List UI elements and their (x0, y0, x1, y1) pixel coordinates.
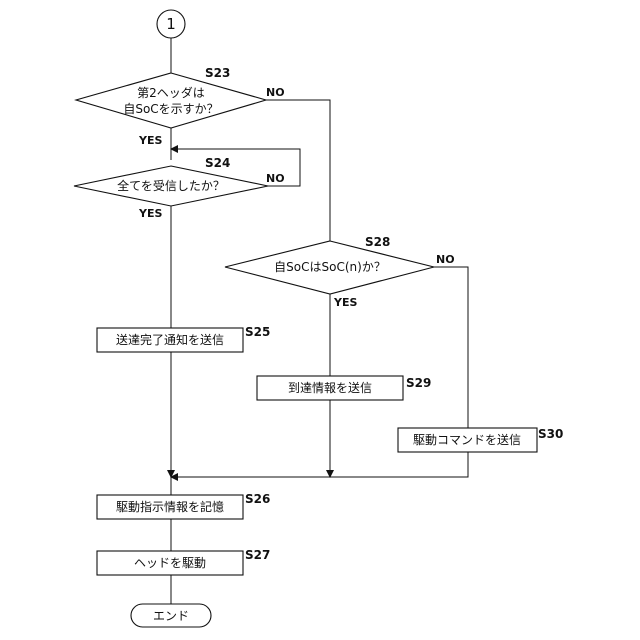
s27-text: ヘッドを駆動 (134, 556, 206, 570)
s23-yes-label: YES (138, 134, 162, 147)
s28-yes-label: YES (333, 296, 357, 309)
s26-text: 駆動指示情報を記憶 (116, 499, 224, 514)
process-s26: 駆動指示情報を記憶 S26 (97, 492, 270, 519)
s24-yes-label: YES (138, 207, 162, 220)
s23-text-line2: 自SoCを示すか？ (123, 102, 218, 116)
process-s30: 駆動コマンドを送信 S30 (398, 427, 563, 452)
line-s28-no-to-s30 (434, 267, 468, 428)
s23-step-label: S23 (205, 66, 230, 80)
s30-text: 駆動コマンドを送信 (413, 432, 521, 447)
s29-step-label: S29 (406, 376, 431, 390)
s30-step-label: S30 (538, 427, 563, 441)
s23-no-label: NO (266, 86, 285, 99)
s25-step-label: S25 (245, 325, 270, 339)
s24-no-label: NO (266, 172, 285, 185)
process-s27: ヘッドを駆動 S27 (97, 548, 270, 575)
decision-s24: 全てを受信したか？ S24 NO YES (74, 156, 285, 220)
terminal-end: エンド (131, 604, 211, 627)
s28-text: 自SoCはSoC(n)か？ (274, 260, 386, 274)
terminal-text: エンド (153, 609, 189, 623)
decision-s28: 自SoCはSoC(n)か？ S28 NO YES (225, 235, 455, 309)
s23-text-line1: 第2ヘッダは (137, 85, 205, 100)
s26-step-label: S26 (245, 492, 270, 506)
process-s29: 到達情報を送信 S29 (257, 376, 431, 400)
s24-step-label: S24 (205, 156, 230, 170)
process-s25: 送達完了通知を送信 S25 (97, 325, 270, 352)
s29-text: 到達情報を送信 (288, 380, 372, 395)
s28-no-label: NO (436, 253, 455, 266)
line-s23-no-to-s28 (266, 100, 330, 241)
line-merge (171, 452, 468, 477)
connector-circle: 1 (157, 10, 185, 38)
s25-text: 送達完了通知を送信 (116, 332, 224, 347)
s24-text: 全てを受信したか？ (117, 178, 225, 193)
connector-label: 1 (166, 15, 176, 33)
s27-step-label: S27 (245, 548, 270, 562)
decision-s23: 第2ヘッダは 自SoCを示すか？ S23 NO YES (76, 66, 285, 147)
s28-step-label: S28 (365, 235, 390, 249)
